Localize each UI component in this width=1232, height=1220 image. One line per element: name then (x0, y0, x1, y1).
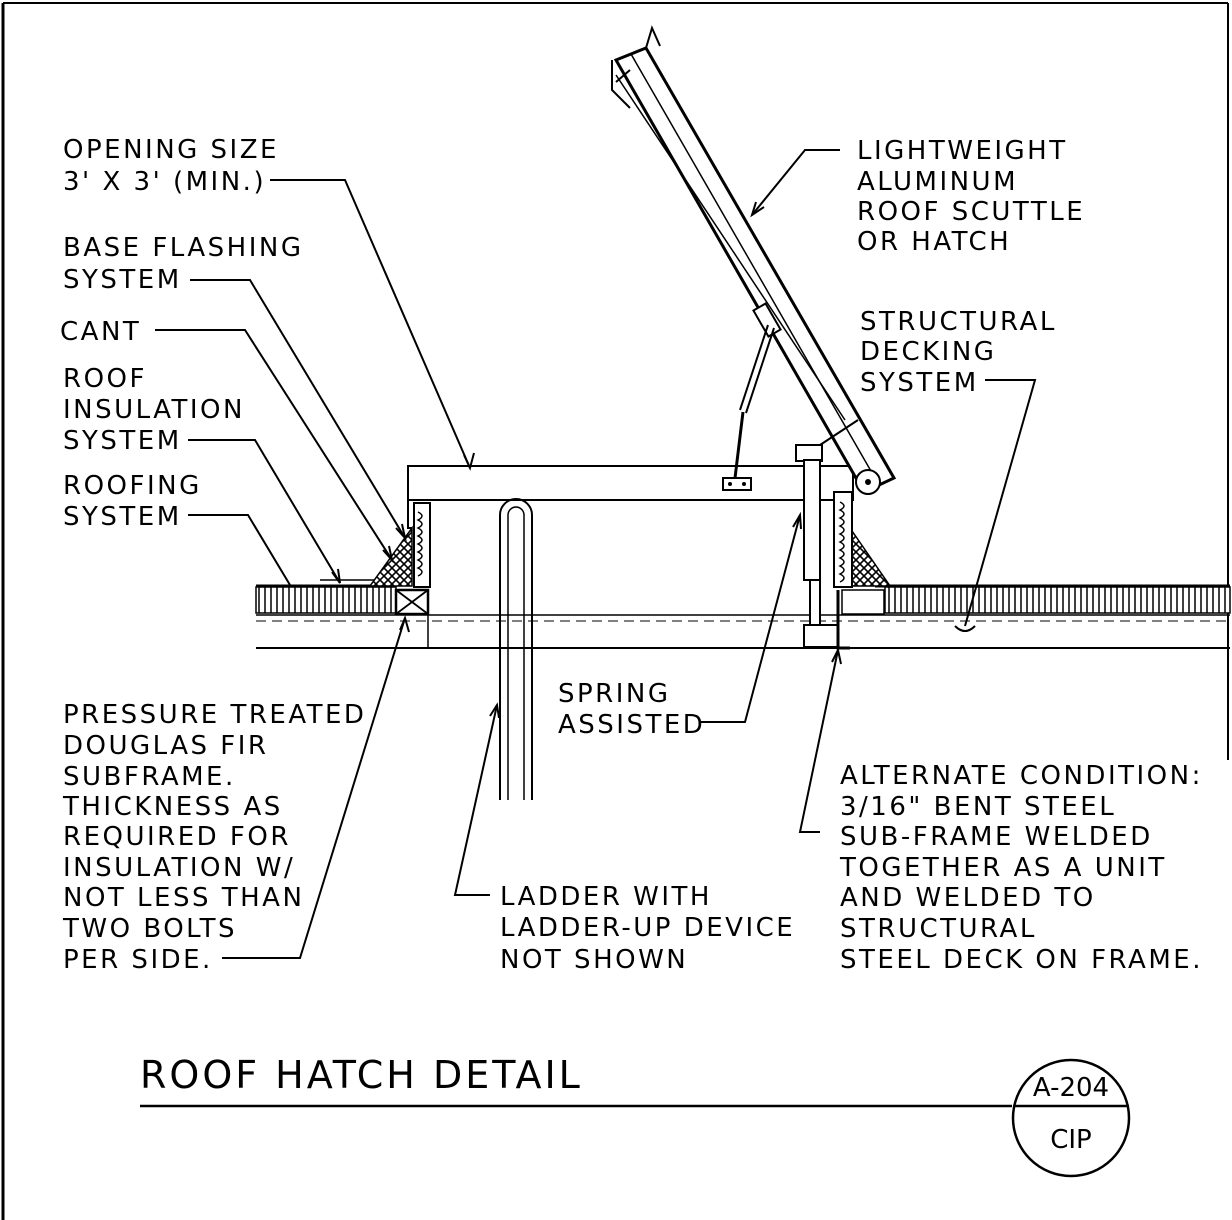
svg-text:NOT SHOWN: NOT SHOWN (500, 945, 688, 975)
svg-text:3/16" BENT STEEL: 3/16" BENT STEEL (840, 792, 1116, 822)
svg-text:SUBFRAME.: SUBFRAME. (63, 762, 236, 792)
callout-opening-size: OPENING SIZE 3' X 3' (MIN.) (63, 135, 279, 197)
callout-ladder: LADDER WITH LADDER-UP DEVICE NOT SHOWN (500, 882, 795, 975)
callout-spring-assisted: SPRING ASSISTED (558, 679, 705, 740)
svg-text:TWO BOLTS: TWO BOLTS (62, 914, 237, 944)
callout-roofing-system: ROOFING SYSTEM (63, 471, 202, 532)
svg-text:LADDER WITH: LADDER WITH (500, 882, 712, 912)
svg-text:THICKNESS AS: THICKNESS AS (62, 792, 283, 822)
svg-text:TOGETHER AS A UNIT: TOGETHER AS A UNIT (839, 853, 1167, 883)
svg-text:LIGHTWEIGHT: LIGHTWEIGHT (857, 136, 1068, 166)
svg-text:SUB-FRAME WELDED: SUB-FRAME WELDED (840, 822, 1153, 852)
svg-text:ASSISTED: ASSISTED (558, 710, 705, 740)
svg-text:ROOFING: ROOFING (63, 471, 202, 501)
callout-alternate-condition: ALTERNATE CONDITION: 3/16" BENT STEEL SU… (839, 761, 1203, 975)
callout-hatch: LIGHTWEIGHT ALUMINUM ROOF SCUTTLE OR HAT… (857, 136, 1085, 257)
svg-text:INSULATION W/: INSULATION W/ (63, 853, 295, 883)
svg-text:SYSTEM: SYSTEM (63, 265, 182, 295)
callout-cant: CANT (60, 317, 141, 347)
roof-insulation-right (884, 586, 1231, 614)
svg-text:ALUMINUM: ALUMINUM (857, 167, 1018, 197)
svg-text:ROOF SCUTTLE: ROOF SCUTTLE (857, 197, 1085, 227)
svg-text:DECKING: DECKING (860, 337, 996, 367)
svg-text:REQUIRED FOR: REQUIRED FOR (63, 822, 291, 852)
svg-text:STRUCTURAL: STRUCTURAL (840, 914, 1037, 944)
svg-text:CANT: CANT (60, 317, 141, 347)
callout-base-flashing: BASE FLASHING SYSTEM (63, 233, 303, 295)
roof-insulation-left (255, 586, 397, 614)
svg-text:SPRING: SPRING (558, 679, 671, 709)
svg-text:STEEL DECK ON FRAME.: STEEL DECK ON FRAME. (840, 945, 1203, 975)
svg-text:SYSTEM: SYSTEM (63, 502, 182, 532)
drawing-title: ROOF HATCH DETAIL (140, 1053, 583, 1097)
svg-text:INSULATION: INSULATION (63, 395, 245, 425)
svg-text:STRUCTURAL: STRUCTURAL (860, 307, 1057, 337)
callout-decking: STRUCTURAL DECKING SYSTEM (860, 307, 1057, 398)
callout-roof-insulation: ROOF INSULATION SYSTEM (63, 364, 245, 456)
svg-text:ALTERNATE CONDITION:: ALTERNATE CONDITION: (840, 761, 1203, 791)
svg-text:ROOF: ROOF (63, 364, 147, 394)
svg-text:SYSTEM: SYSTEM (860, 368, 979, 398)
leader-lines (155, 149, 1037, 959)
svg-text:PER SIDE.: PER SIDE. (63, 945, 213, 975)
sheet-code: CIP (1050, 1125, 1092, 1155)
sheet-reference-bubble: A-204 CIP (1011, 1058, 1131, 1178)
svg-text:BASE FLASHING: BASE FLASHING (63, 233, 303, 263)
svg-text:DOUGLAS FIR: DOUGLAS FIR (63, 731, 269, 761)
cant-right (849, 525, 892, 587)
hatch-cover-closed-line (407, 465, 854, 501)
svg-text:LADDER-UP DEVICE: LADDER-UP DEVICE (500, 913, 795, 943)
svg-text:AND WELDED TO: AND WELDED TO (840, 883, 1096, 913)
svg-text:NOT LESS THAN: NOT LESS THAN (63, 883, 304, 913)
callout-subframe: PRESSURE TREATED DOUGLAS FIR SUBFRAME. T… (62, 700, 366, 975)
svg-text:PRESSURE TREATED: PRESSURE TREATED (63, 700, 366, 730)
hatch-curb (407, 465, 854, 588)
svg-text:3' X 3' (MIN.): 3' X 3' (MIN.) (63, 167, 266, 197)
sheet-number: A-204 (1033, 1073, 1109, 1103)
ladder (499, 498, 533, 800)
svg-text:OPENING SIZE: OPENING SIZE (63, 135, 279, 165)
svg-text:OR HATCH: OR HATCH (857, 227, 1011, 257)
svg-text:SYSTEM: SYSTEM (63, 426, 182, 456)
hatch-cover-open (611, 25, 897, 650)
